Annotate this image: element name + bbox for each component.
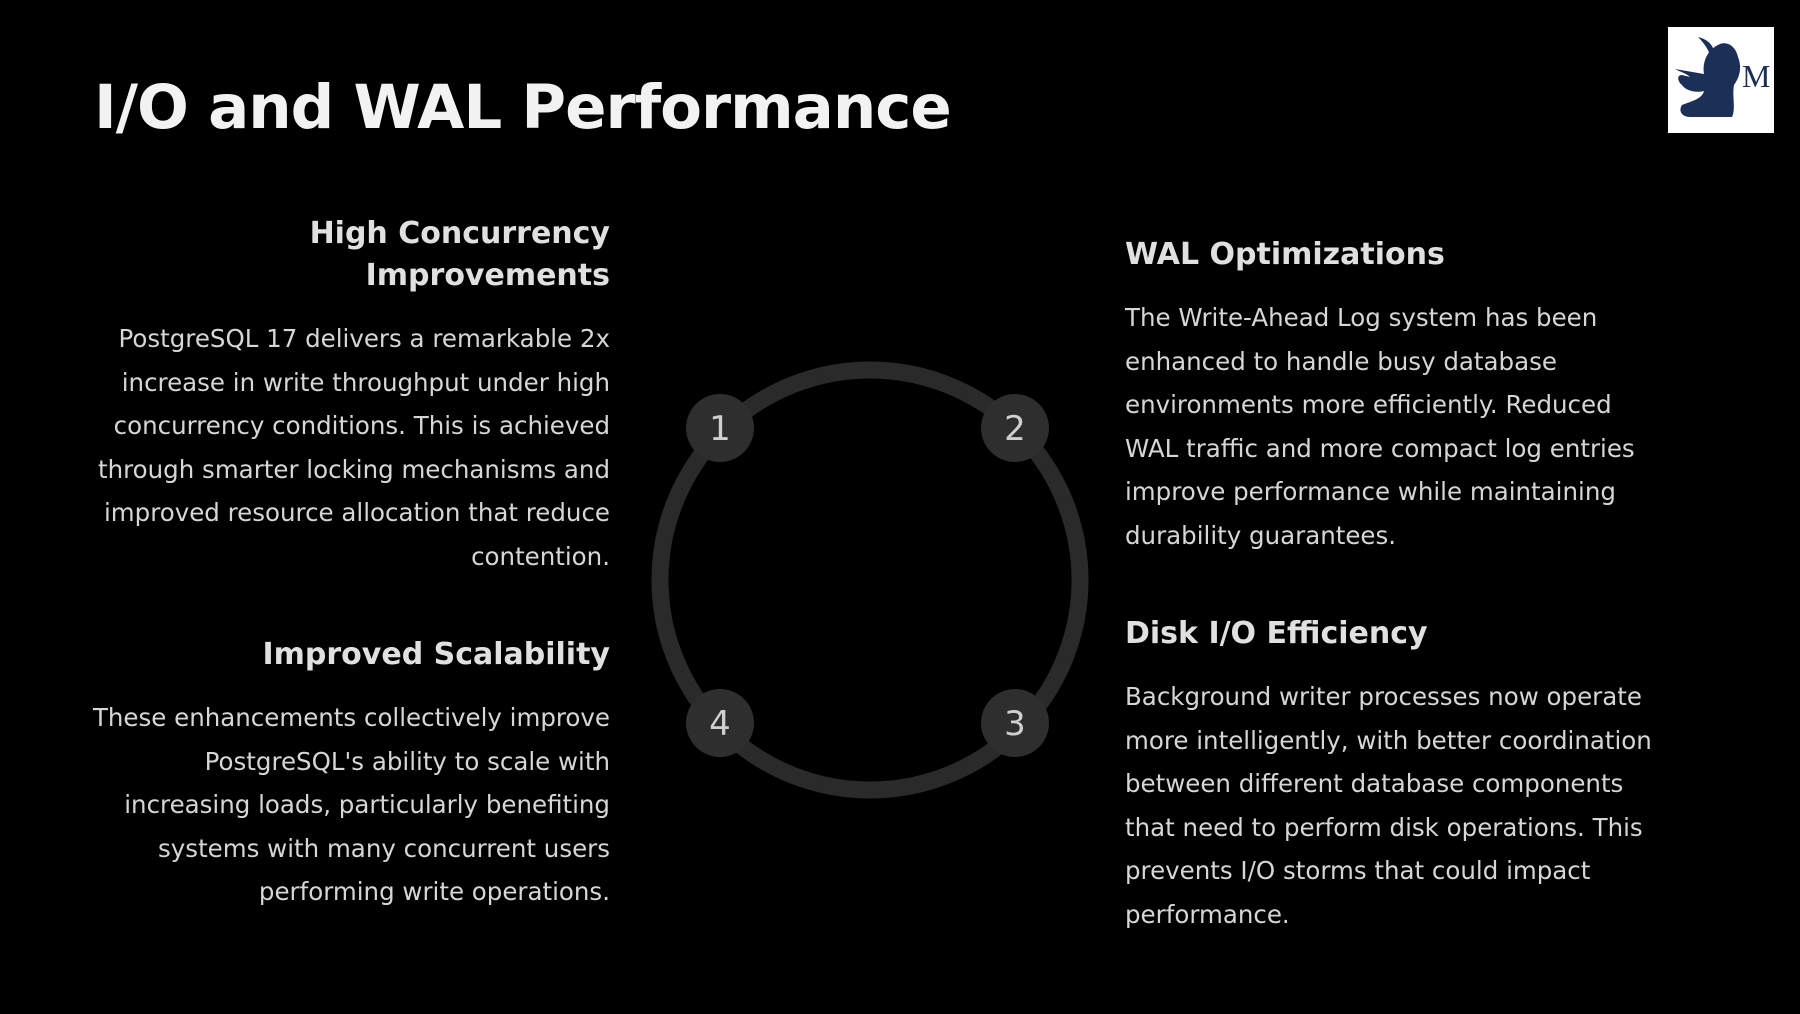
logo-letter: M	[1742, 58, 1770, 94]
step-badge-4: 4	[686, 689, 754, 757]
step-number-2: 2	[1004, 409, 1026, 449]
section-body: The Write-Ahead Log system has been enha…	[1125, 303, 1635, 550]
section-body: These enhancements collectively improve …	[92, 703, 610, 906]
section-wal-optimizations: WAL Optimizations The Write-Ahead Log sy…	[1125, 234, 1665, 557]
section-disk-io-efficiency: Disk I/O Efficiency Background writer pr…	[1125, 613, 1665, 936]
section-heading: High Concurrency Improvements	[90, 213, 610, 297]
section-body: Background writer processes now operate …	[1125, 682, 1652, 929]
company-logo: M	[1668, 27, 1774, 133]
step-number-1: 1	[709, 409, 731, 449]
section-heading: Improved Scalability	[262, 637, 610, 672]
section-heading: WAL Optimizations	[1125, 237, 1445, 272]
section-high-concurrency: High Concurrency Improvements PostgreSQL…	[90, 213, 610, 578]
section-heading-line-1: High Concurrency	[309, 216, 610, 251]
step-badge-1: 1	[686, 394, 754, 462]
unicorn-logo-icon: M	[1675, 37, 1770, 117]
section-heading-line-2: Improvements	[365, 258, 610, 293]
section-body: PostgreSQL 17 delivers a remarkable 2x i…	[98, 324, 610, 571]
cycle-ring	[651, 361, 1089, 799]
slide-title: I/O and WAL Performance	[94, 72, 952, 143]
section-improved-scalability: Improved Scalability These enhancements …	[90, 634, 610, 914]
step-badge-3: 3	[981, 689, 1049, 757]
step-number-4: 4	[709, 704, 731, 744]
step-badge-2: 2	[981, 394, 1049, 462]
section-heading: Disk I/O Efficiency	[1125, 616, 1428, 651]
process-cycle-diagram: 1 2 3 4	[651, 361, 1089, 799]
step-number-3: 3	[1004, 704, 1026, 744]
